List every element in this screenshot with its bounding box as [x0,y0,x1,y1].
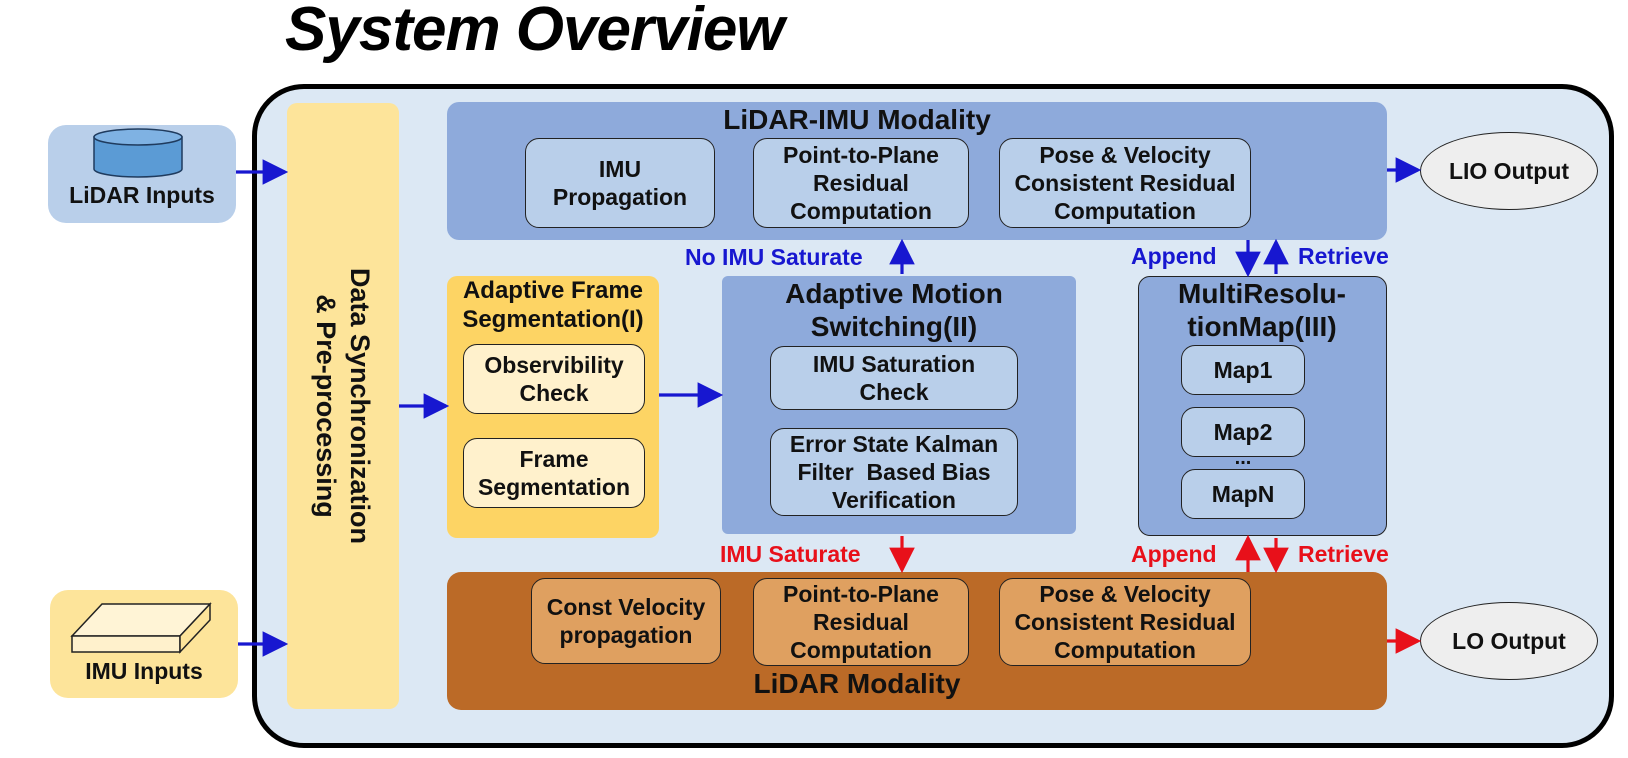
box-line: Computation [790,198,932,224]
point-to-plane-box-bottom: Point-to-Plane Residual Computation [753,578,969,666]
lidar-inputs-panel: LiDAR Inputs [48,125,236,223]
box-line: Segmentation [477,474,631,500]
lidar-modality-band: Const Velocity propagation Point-to-Plan… [447,572,1387,710]
map2-box: Map2 [1181,407,1305,457]
title-line: Adaptive Motion [785,278,1003,309]
box-line: Pose & Velocity [1039,581,1211,607]
append-bottom-label: Append [1131,541,1217,567]
map-ellipsis: ... [1234,447,1252,469]
title-line: MultiResolu- [1178,278,1346,309]
no-imu-saturate-label: No IMU Saturate [685,244,863,270]
box-line: Consistent Residual [1014,170,1236,196]
box-line: Consistent Residual [1014,609,1236,635]
imu-inputs-label: IMU Inputs [85,658,203,684]
box-line: Check [859,379,929,405]
title-line: Segmentation(I) [462,306,644,333]
retrieve-top-label: Retrieve [1298,243,1389,269]
point-to-plane-box-top: Point-to-Plane Residual Computation [753,138,969,228]
lidar-imu-modality-title: LiDAR-IMU Modality [723,104,991,135]
box-line: Pose & Velocity [1039,142,1211,168]
imu-propagation-box: IMU Propagation [525,138,715,228]
page-title: System Overview [285,0,785,64]
box-line: Const Velocity [546,594,706,620]
box-line: Propagation [552,184,688,210]
box-line: Computation [1054,637,1196,663]
multires-map-group: MultiResolu- tionMap(III) Map1 Map2 ... … [1138,276,1387,536]
title-line: Switching(II) [810,311,978,342]
lo-output: LO Output [1420,602,1598,680]
box-line: Error State Kalman [789,431,999,457]
frame-segmentation-box: Frame Segmentation [463,438,645,508]
box-line: Verification [832,487,956,513]
map1-box: Map1 [1181,345,1305,395]
box-line: Filter Based Bias [797,459,991,485]
title-line: tionMap(III) [1187,311,1337,342]
box-line: Point-to-Plane [783,142,939,168]
box-line: Observibility [484,352,624,378]
imu-saturation-check-box: IMU Saturation Check [770,346,1018,410]
box-line: Residual [813,609,909,635]
title-line: Adaptive Frame [462,277,644,304]
box-line: Residual [813,170,909,196]
imu-inputs-panel: IMU Inputs [50,590,238,698]
motion-switching-title: Adaptive Motion Switching(II) [722,277,1066,343]
cylinder-icon [93,128,183,178]
box-line: propagation [559,622,693,648]
retrieve-bottom-label: Retrieve [1298,541,1389,567]
box-line: Frame [519,446,589,472]
lio-output: LIO Output [1420,132,1598,210]
lidar-inputs-label: LiDAR Inputs [69,182,215,208]
lidar-modality-title: LiDAR Modality [753,668,961,699]
eskf-bias-verification-box: Error State Kalman Filter Based Bias Ver… [770,428,1018,516]
lidar-imu-modality-band: LiDAR-IMU Modality IMU Propagation Point… [447,102,1387,240]
imu-saturate-label: IMU Saturate [720,541,861,567]
box-line: Computation [1054,198,1196,224]
frame-segmentation-title: Adaptive Frame Segmentation(I) [447,276,659,334]
observibility-check-box: Observibility Check [463,344,645,414]
box-line: IMU [598,156,642,182]
multires-map-title: MultiResolu- tionMap(III) [1139,277,1385,343]
motion-switching-group: Adaptive Motion Switching(II) IMU Satura… [722,276,1076,534]
box-line: Check [519,380,589,406]
data-sync-bar: Data Synchronization & Pre-processing [287,103,399,709]
box-line: Point-to-Plane [783,581,939,607]
pose-velocity-box-bottom: Pose & Velocity Consistent Residual Comp… [999,578,1251,666]
append-top-label: Append [1131,243,1217,269]
const-velocity-box: Const Velocity propagation [531,578,721,664]
box-line: IMU Saturation [812,351,976,377]
mapn-box: MapN [1181,469,1305,519]
flat-box-icon [70,602,212,654]
box-line: Computation [790,637,932,663]
pose-velocity-box-top: Pose & Velocity Consistent Residual Comp… [999,138,1251,228]
frame-segmentation-group: Adaptive Frame Segmentation(I) Observibi… [447,276,659,538]
